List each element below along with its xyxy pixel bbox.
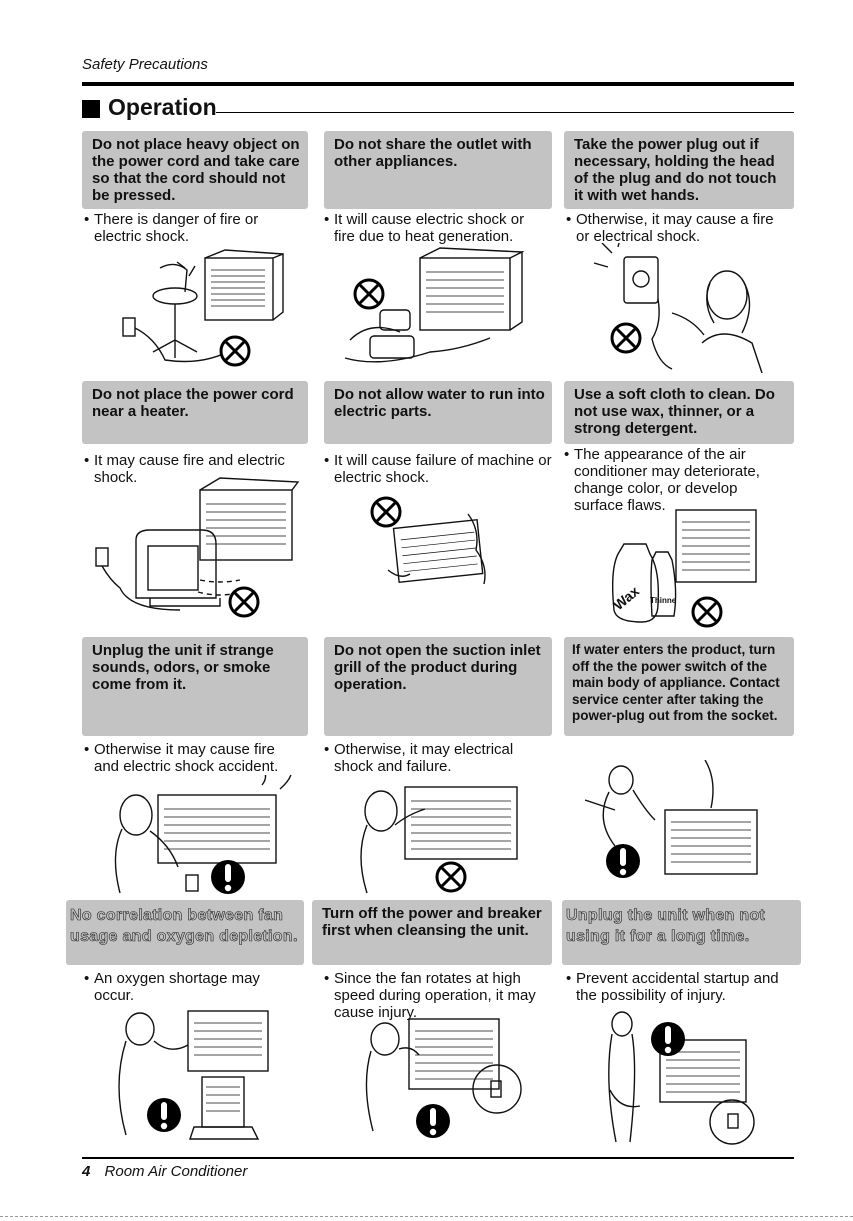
- card-7-box: Unplug the unit if strange sounds, odors…: [82, 637, 308, 736]
- card-6-desc: •The appearance of the air conditioner m…: [564, 446, 760, 514]
- card-6-box: Use a soft cloth to clean. Do not use wa…: [564, 381, 794, 444]
- card-6-prohibit-icon: [690, 595, 724, 629]
- footer-rule: [82, 1157, 794, 1159]
- card-5-box: Do not allow water to run into electric …: [324, 381, 552, 444]
- page-number: 4: [82, 1163, 91, 1180]
- illustration-water-service: [585, 760, 765, 880]
- card-9-warning-icon: [605, 842, 641, 880]
- illustration-cleaning-breaker: [355, 1005, 525, 1135]
- card-8-box: Do not open the suction inlet grill of t…: [324, 637, 552, 736]
- card-5-desc: •It will cause failure of machine or ele…: [324, 452, 552, 486]
- card-3-desc: •Otherwise, it may cause a fire or elect…: [566, 211, 774, 245]
- card-11-warning-icon: [415, 1102, 451, 1140]
- card-12-box: Unplug the unit when not using it for a …: [562, 900, 801, 965]
- card-4-box: Do not place the power cord near a heate…: [82, 381, 308, 444]
- card-4-prohibit-icon: [227, 585, 261, 619]
- card-12-desc: •Prevent accidental startup and the poss…: [566, 970, 779, 1004]
- page-footer: 4 Room Air Conditioner: [82, 1163, 247, 1180]
- card-12-warning-icon: [650, 1020, 686, 1058]
- card-7-desc: •Otherwise it may cause fire and electri…: [84, 741, 279, 775]
- card-10-warning-icon: [146, 1096, 182, 1134]
- card-11-desc: •Since the fan rotates at high speed dur…: [324, 970, 536, 1021]
- card-1-prohibit-icon: [218, 334, 252, 368]
- card-10-box: No correlation between fan usage and oxy…: [66, 900, 304, 965]
- section-title: Operation: [108, 94, 217, 120]
- illustration-inlet-grill: [355, 775, 525, 895]
- section-heading: Operation: [82, 94, 794, 126]
- card-9-box: If water enters the product, turn off th…: [564, 637, 794, 736]
- card-3-box: Take the power plug out if necessary, ho…: [564, 131, 794, 209]
- card-2-desc: •It will cause electric shock or fire du…: [324, 211, 525, 245]
- illustration-wet-hands-plug: [592, 243, 767, 373]
- card-2-prohibit-icon: [352, 277, 386, 311]
- card-2-box: Do not share the outlet with other appli…: [324, 131, 552, 209]
- card-8-desc: •Otherwise, it may electrical shock and …: [324, 741, 514, 775]
- illustration-wax-thinner: [606, 500, 766, 625]
- illustration-water-spill: [380, 510, 500, 590]
- card-3-prohibit-icon: [609, 321, 643, 355]
- illustration-heater: [90, 470, 300, 615]
- illustration-unplug-long-time: [600, 1010, 765, 1145]
- illustration-smoke-unplug: [100, 775, 300, 895]
- card-1-box: Do not place heavy object on the power c…: [82, 131, 308, 209]
- card-10-desc: •An oxygen shortage may occur.: [84, 970, 260, 1004]
- card-7-warning-icon: [210, 858, 246, 896]
- section-rule: [216, 112, 794, 113]
- footer-doc-title: Room Air Conditioner: [104, 1163, 248, 1180]
- illustration-chair-on-cord: [115, 248, 285, 373]
- bottom-dash-line: [0, 1216, 853, 1217]
- square-bullet-icon: [82, 100, 100, 118]
- thinner-bottle-label: Thinner: [650, 596, 676, 605]
- illustration-heater-window: [110, 1005, 280, 1145]
- card-5-prohibit-icon: [369, 495, 403, 529]
- card-1-desc: •There is danger of fire or electric sho…: [84, 211, 259, 245]
- card-4-desc: •It may cause fire and electric shock.: [84, 452, 285, 486]
- card-8-prohibit-icon: [434, 860, 468, 894]
- illustration-shared-outlet: [340, 240, 530, 375]
- header-rule: [82, 82, 794, 86]
- card-11-box: Turn off the power and breaker first whe…: [312, 900, 552, 965]
- page-header-title: Safety Precautions: [82, 56, 208, 73]
